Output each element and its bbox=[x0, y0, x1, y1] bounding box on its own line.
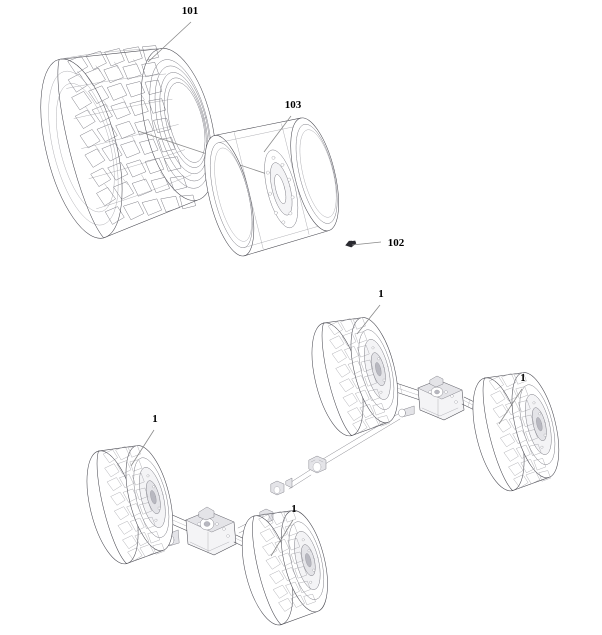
callout-101: 101 bbox=[147, 5, 199, 63]
callout-label-102: 102 bbox=[388, 237, 405, 249]
callout-label-1-rear-left: 1 bbox=[378, 288, 384, 300]
assembly-front-axle bbox=[86, 445, 328, 626]
callout-1-rear-left: 1 bbox=[356, 288, 384, 335]
callout-label-103: 103 bbox=[285, 99, 302, 111]
wheel-assembly-front-left bbox=[86, 445, 174, 565]
wheel-assembly-front-right bbox=[241, 510, 328, 626]
leader-line-1-front-right bbox=[270, 519, 294, 557]
rear-differential bbox=[398, 375, 465, 421]
leader-line-1-rear-right bbox=[498, 388, 523, 425]
leader-line-1-front-left bbox=[130, 429, 155, 467]
part-wheel-rim-103 bbox=[204, 117, 357, 257]
callout-1-front-left: 1 bbox=[130, 413, 158, 467]
leader-line-103 bbox=[263, 115, 292, 153]
part-tire-101 bbox=[40, 45, 216, 239]
callout-103: 103 bbox=[263, 99, 302, 153]
leader-line-1-rear-left bbox=[356, 304, 381, 335]
leader-line-101 bbox=[147, 21, 192, 63]
callout-102: 102 bbox=[351, 237, 405, 249]
wheel-assembly-rear-left bbox=[311, 317, 399, 437]
callout-label-1-front-right: 1 bbox=[291, 503, 297, 515]
callout-1-rear-right: 1 bbox=[498, 372, 526, 425]
wheel-assembly-rear-right bbox=[472, 372, 560, 492]
callout-1-front-right: 1 bbox=[270, 503, 297, 557]
assembly-rear-axle bbox=[270, 317, 560, 496]
callout-label-1-front-left: 1 bbox=[152, 413, 158, 425]
callout-label-101: 101 bbox=[182, 5, 199, 17]
callout-label-1-rear-right: 1 bbox=[520, 372, 526, 384]
callouts-layer: 101 103 102 1 1 1 1 bbox=[130, 5, 526, 557]
leader-line-102 bbox=[351, 241, 382, 246]
rear-propshaft bbox=[270, 413, 401, 496]
part-valve-stem-102 bbox=[345, 240, 357, 248]
